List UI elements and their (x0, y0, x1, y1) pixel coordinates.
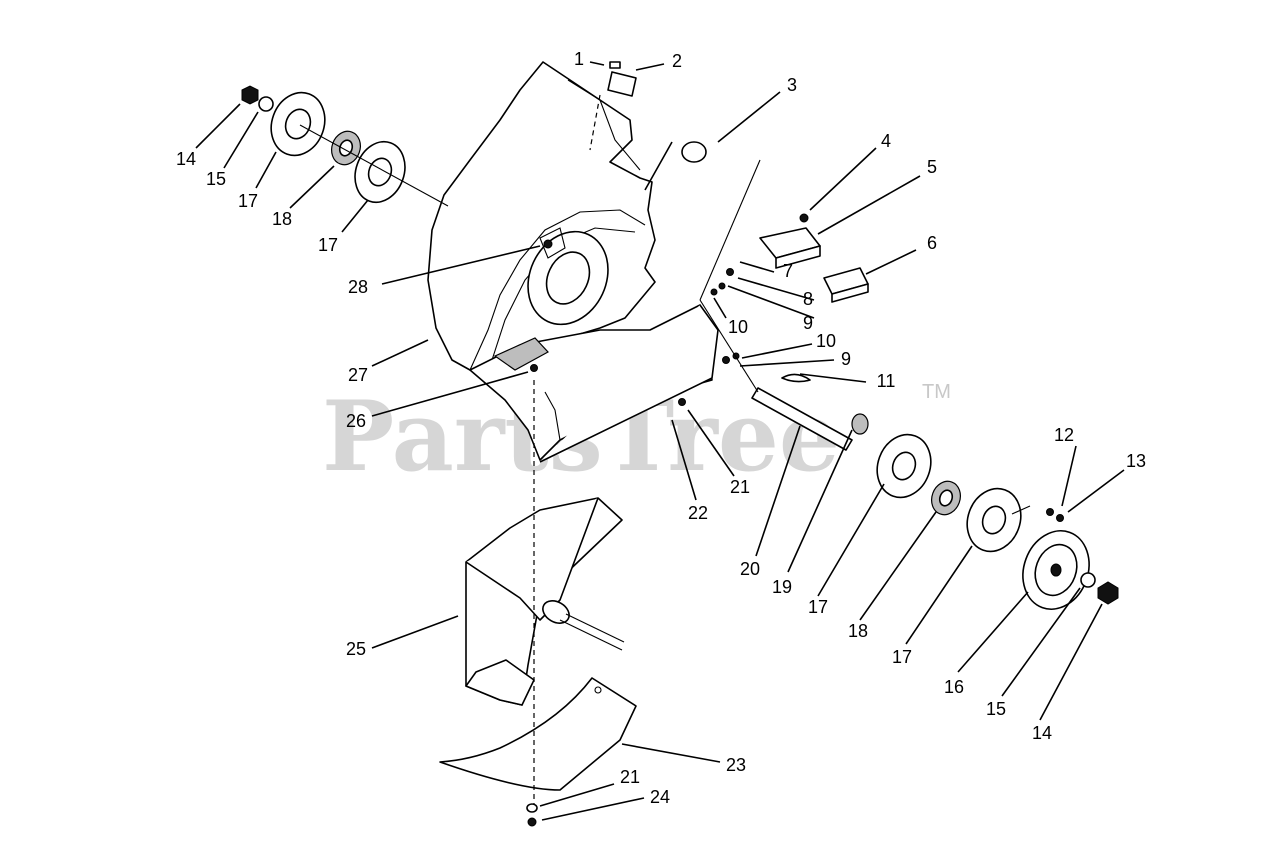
bottom-hardware (526, 380, 538, 827)
clamp-bracket-6 (823, 267, 869, 303)
callout-17-left-b: 17 (318, 235, 338, 255)
callout-14-left: 14 (176, 149, 196, 169)
key-part-11 (781, 373, 811, 383)
right-bearing-assembly (851, 413, 1119, 610)
callout-18-right: 18 (848, 621, 868, 641)
drive-shaft-20 (699, 159, 853, 451)
callout-20: 20 (740, 559, 760, 579)
leader-lines (195, 61, 1125, 821)
callout-16: 16 (944, 677, 964, 697)
callout-24: 24 (650, 787, 670, 807)
shield-23 (439, 677, 637, 791)
callout-3: 3 (787, 75, 797, 95)
callout-9-lower: 9 (841, 349, 851, 369)
callout-21-lower: 21 (620, 767, 640, 787)
screw-part-1 (609, 61, 621, 69)
small-hardware-7-10 (530, 239, 740, 406)
callout-17-right-a: 17 (808, 597, 828, 617)
callout-15-right: 15 (986, 699, 1006, 719)
callout-28: 28 (348, 277, 368, 297)
impeller-25 (465, 497, 625, 706)
callout-21-upper: 21 (730, 477, 750, 497)
nut-part-4 (799, 213, 809, 223)
callout-17-left-a: 17 (238, 191, 258, 211)
callout-5: 5 (927, 157, 937, 177)
callout-labels: 1 2 3 4 5 6 7 8 9 10 10 9 11 12 13 14 15… (176, 49, 1146, 807)
callout-9-upper: 9 (803, 313, 813, 333)
callout-2: 2 (672, 51, 682, 71)
callout-8: 8 (803, 289, 813, 309)
callout-4: 4 (881, 131, 891, 151)
callout-26: 26 (346, 411, 366, 431)
callout-15-left: 15 (206, 169, 226, 189)
callout-10-lower: 10 (816, 331, 836, 351)
callout-14-right: 14 (1032, 723, 1052, 743)
bracket-part-2 (607, 71, 637, 97)
callout-6: 6 (927, 233, 937, 253)
callout-19: 19 (772, 577, 792, 597)
clamp-bracket-5 (759, 227, 821, 269)
callout-18-left: 18 (272, 209, 292, 229)
callout-22: 22 (688, 503, 708, 523)
callout-13: 13 (1126, 451, 1146, 471)
left-bearing-assembly (241, 85, 449, 207)
callout-1: 1 (574, 49, 584, 69)
watermark-tm: TM (922, 381, 951, 403)
callout-17-right-b: 17 (892, 647, 912, 667)
callout-10-upper: 10 (728, 317, 748, 337)
callout-23: 23 (726, 755, 746, 775)
plug-part-3 (681, 141, 707, 163)
callout-27: 27 (348, 365, 368, 385)
callout-12: 12 (1054, 425, 1074, 445)
callout-11: 11 (877, 371, 896, 391)
callout-25: 25 (346, 639, 366, 659)
callout-7: 7 (783, 261, 793, 281)
blower-housing (427, 61, 719, 463)
